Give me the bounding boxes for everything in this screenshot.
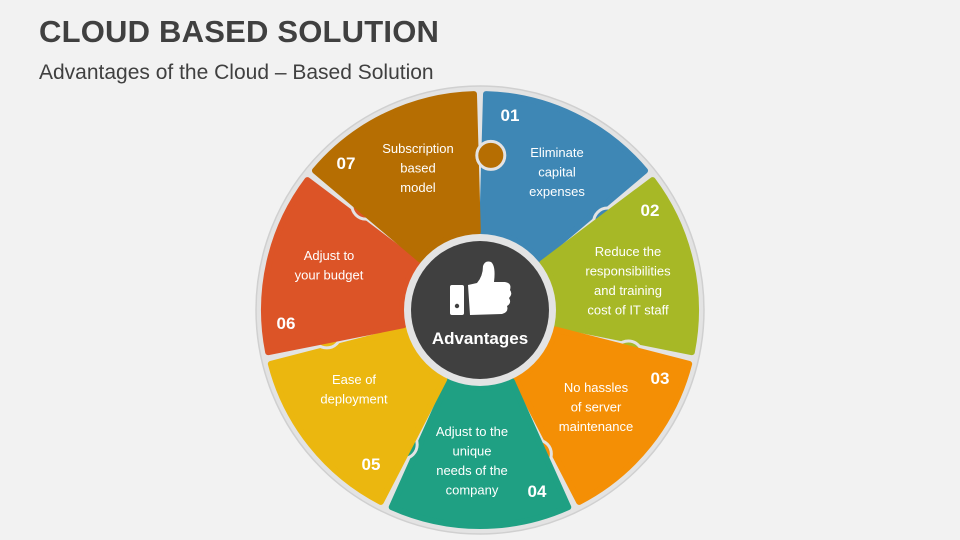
wheel-segment-07 xyxy=(311,91,507,263)
segment-number-05: 05 xyxy=(362,455,381,474)
segment-number-07: 07 xyxy=(337,154,356,173)
center-label: Advantages xyxy=(432,329,528,348)
segment-number-04: 04 xyxy=(528,482,547,501)
page-subtitle: Advantages of the Cloud – Based Solution xyxy=(39,61,434,84)
segment-number-01: 01 xyxy=(501,106,520,125)
segment-number-03: 03 xyxy=(651,369,670,388)
segment-number-02: 02 xyxy=(641,201,660,220)
segment-number-06: 06 xyxy=(277,314,296,333)
page-title: CLOUD BASED SOLUTION xyxy=(39,14,440,49)
thumbs-up-icon xyxy=(450,261,512,315)
